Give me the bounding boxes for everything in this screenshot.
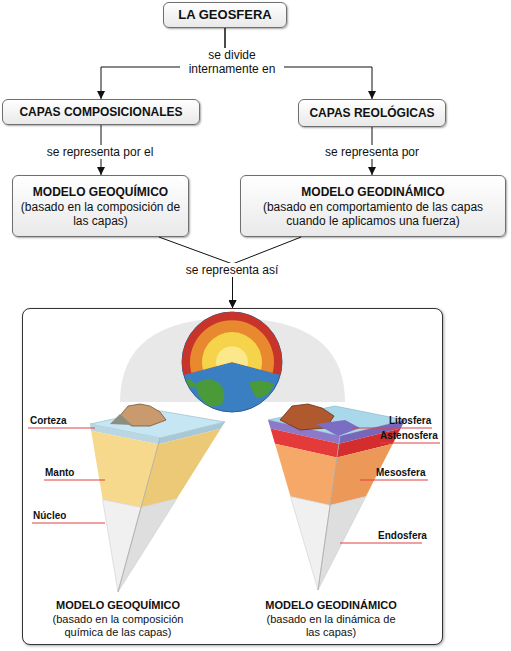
node-title: CAPAS REOLÓGICAS: [309, 106, 434, 120]
concept-box: LA GEOSFERA: [163, 2, 287, 28]
node-title: MODELO GEODINÁMICO: [301, 185, 444, 199]
node-title: LA GEOSFERA: [178, 8, 271, 22]
part-label: Corteza: [30, 415, 67, 427]
node-text: (basado en comportamiento de las capas c…: [247, 200, 499, 228]
concept-box: MODELO GEOQUÍMICO(basado en la composici…: [12, 175, 189, 237]
part-label: Endosfera: [378, 530, 427, 542]
part-label: Mesosfera: [376, 467, 425, 479]
link-phrase: se representa así: [177, 263, 287, 277]
node-text: (basado en la dinámica de las capas): [261, 613, 401, 639]
node-text: MODELO GEODINÁMICO: [246, 599, 416, 612]
concept-box: CAPAS COMPOSICIONALES: [2, 99, 200, 125]
node-text: (basado en la composición de las capas): [19, 200, 182, 228]
node-title: CAPAS COMPOSICIONALES: [19, 105, 182, 119]
link-phrase: se divide internamente en: [180, 48, 284, 76]
concept-box: CAPAS REOLÓGICAS: [298, 99, 446, 127]
part-label: Núcleo: [33, 510, 66, 522]
node-title: MODELO GEOQUÍMICO: [33, 185, 168, 199]
node-title: MODELO GEOQUÍMICO: [33, 599, 203, 612]
part-label: Manto: [45, 467, 74, 479]
link-phrase: se representa por: [312, 145, 432, 159]
part-label: Astenosfera: [380, 430, 438, 442]
node-text: (basado en la composición química de las…: [38, 613, 198, 639]
part-label: Litosfera: [389, 415, 431, 427]
link-phrase: se representa por el: [35, 145, 165, 159]
concept-box: MODELO GEODINÁMICO(basado en comportamie…: [240, 175, 506, 237]
